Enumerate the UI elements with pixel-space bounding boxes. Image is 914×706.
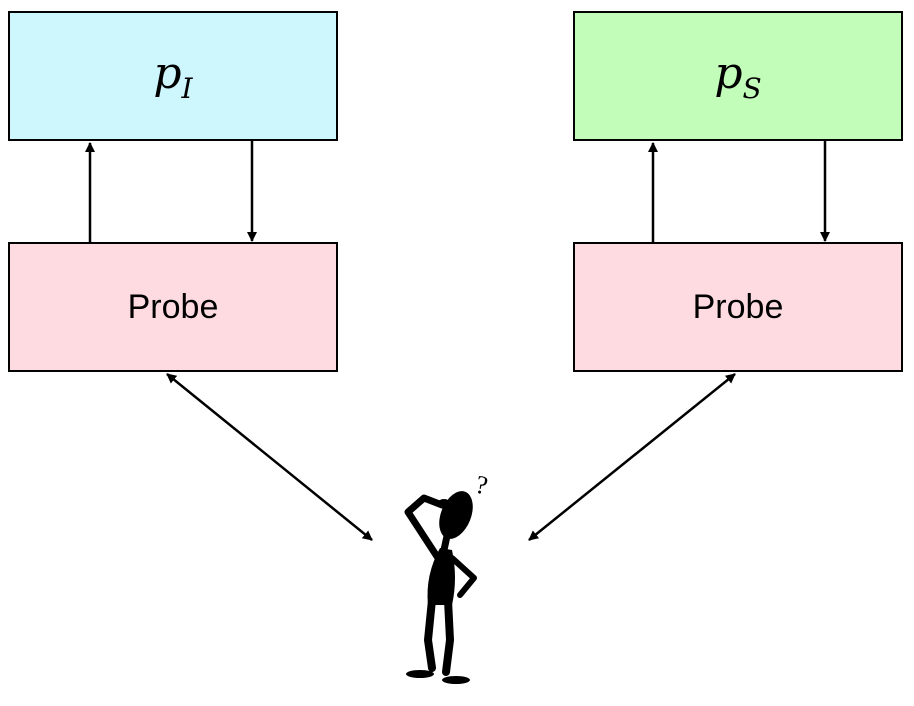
probe-label-right: Probe: [692, 287, 784, 326]
arrow-right-probe-observer: [528, 373, 736, 541]
distribution-label-pi: pI: [153, 48, 192, 105]
probe-box-left: Probe: [8, 242, 338, 372]
distribution-box-pi: pI: [8, 11, 338, 141]
distribution-symbol: p: [153, 47, 182, 99]
question-mark-icon: ?: [473, 470, 490, 501]
distribution-subscript: S: [742, 71, 762, 105]
distribution-subscript: I: [181, 71, 193, 105]
arrow-left-probe-observer: [166, 373, 373, 541]
probe-box-right: Probe: [573, 242, 903, 372]
distribution-box-ps: pS: [573, 11, 903, 141]
thinking-person-icon: [404, 491, 477, 684]
probe-label-left: Probe: [127, 287, 219, 326]
distribution-symbol: p: [714, 47, 743, 99]
distribution-label-ps: pS: [714, 48, 761, 105]
